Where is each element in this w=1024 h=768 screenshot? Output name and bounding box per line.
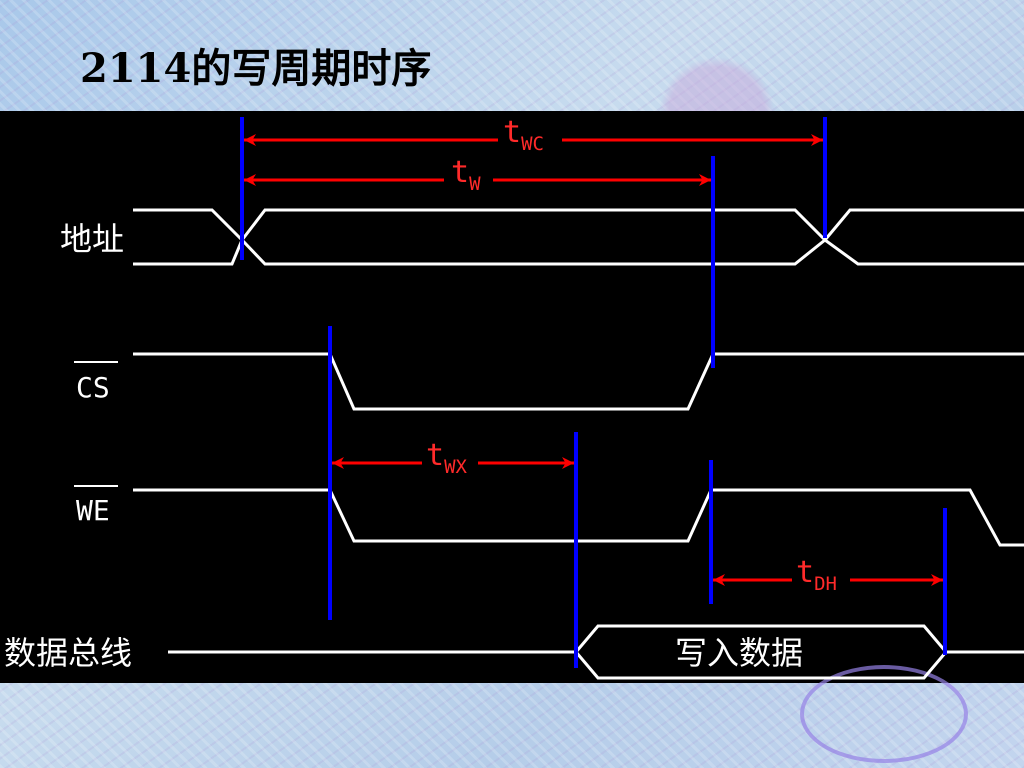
reference-markers [240,117,947,668]
twx-label: tWX [426,438,468,478]
tw-label: tW [451,155,481,195]
tdh-label: tDH [796,555,837,595]
data-bus-label: 数据总线 [4,634,132,672]
address-waveform [133,208,1024,266]
twc-label: tWC [503,115,544,155]
cs-label: CS [76,371,110,404]
address-label: 地址 [60,220,124,258]
data-bus-waveform [168,624,1024,680]
we-waveform [133,488,1024,547]
write-data-label: 写入数据 [675,634,803,672]
page-title: 2114的写周期时序 [80,45,432,92]
decorative-ring [800,665,968,763]
cs-waveform [133,352,1024,411]
timing-diagram-panel [0,111,1024,683]
we-label: WE [76,494,110,527]
timing-arrows [244,134,943,586]
